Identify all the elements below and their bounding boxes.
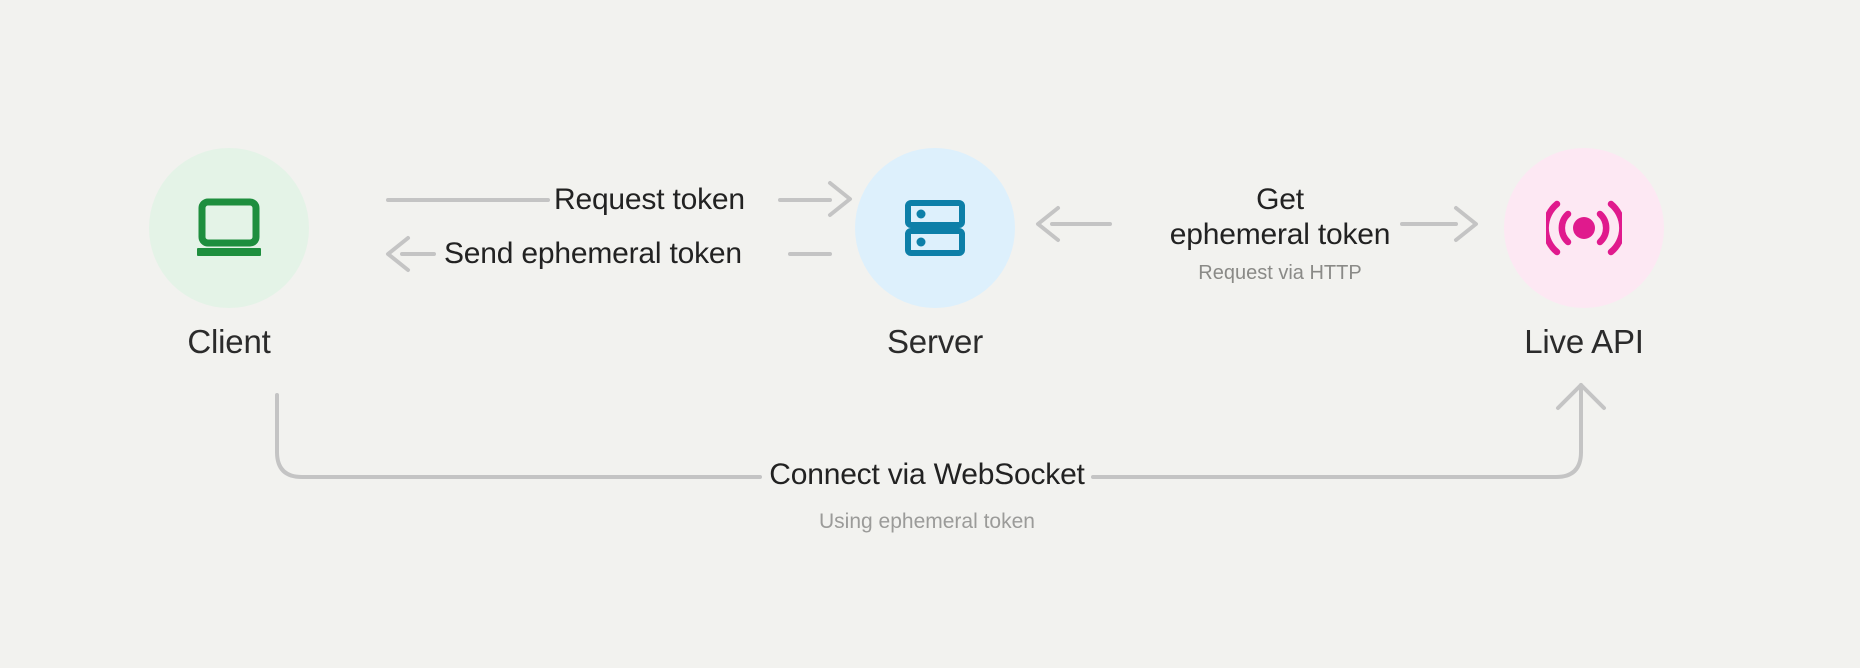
- connect-websocket-sublabel: Using ephemeral token: [819, 509, 1035, 533]
- get-ephemeral-token-line-right: [1400, 222, 1458, 226]
- server-circle: [855, 148, 1015, 308]
- websocket-path-right: [1091, 383, 1583, 479]
- server-rack-icon: [905, 200, 965, 256]
- send-ephemeral-token-line-right: [788, 252, 832, 256]
- websocket-path-left: [275, 393, 762, 479]
- connect-websocket-label-block: Connect via WebSocket Using ephemeral to…: [627, 458, 1227, 534]
- live-api-label: Live API: [1524, 323, 1644, 360]
- server-label: Server: [887, 323, 983, 360]
- broadcast-signal-icon: [1546, 200, 1622, 256]
- get-ephemeral-token-arrowhead-left-icon: [1036, 206, 1060, 242]
- laptop-icon: [197, 198, 261, 256]
- get-ephemeral-token-label-block: Get ephemeral token Request via HTTP: [1140, 183, 1420, 285]
- node-live-api[interactable]: Live API: [1504, 148, 1664, 360]
- get-ephemeral-token-sublabel: Request via HTTP: [1198, 262, 1362, 284]
- get-ephemeral-token-line-left: [1050, 222, 1112, 226]
- live-api-circle: [1504, 148, 1664, 308]
- node-server[interactable]: Server: [855, 148, 1015, 360]
- request-token-line-left: [386, 198, 550, 202]
- websocket-arrowhead-icon: [1556, 383, 1606, 410]
- client-label: Client: [187, 323, 271, 360]
- request-token-label: Request token: [554, 183, 745, 216]
- connect-websocket-label: Connect via WebSocket: [769, 458, 1085, 491]
- get-ephemeral-token-label-line1: Get: [1256, 183, 1304, 216]
- get-ephemeral-token-arrowhead-right-icon: [1454, 206, 1478, 242]
- send-ephemeral-token-label: Send ephemeral token: [444, 237, 742, 270]
- send-ephemeral-token-line-left: [400, 252, 436, 256]
- request-token-arrowhead-icon: [828, 181, 852, 217]
- send-ephemeral-token-arrowhead-icon: [386, 236, 410, 272]
- request-token-line-right: [778, 198, 832, 202]
- client-circle: [149, 148, 309, 308]
- get-ephemeral-token-label-line2: ephemeral token: [1169, 217, 1391, 251]
- node-client[interactable]: Client: [149, 148, 309, 360]
